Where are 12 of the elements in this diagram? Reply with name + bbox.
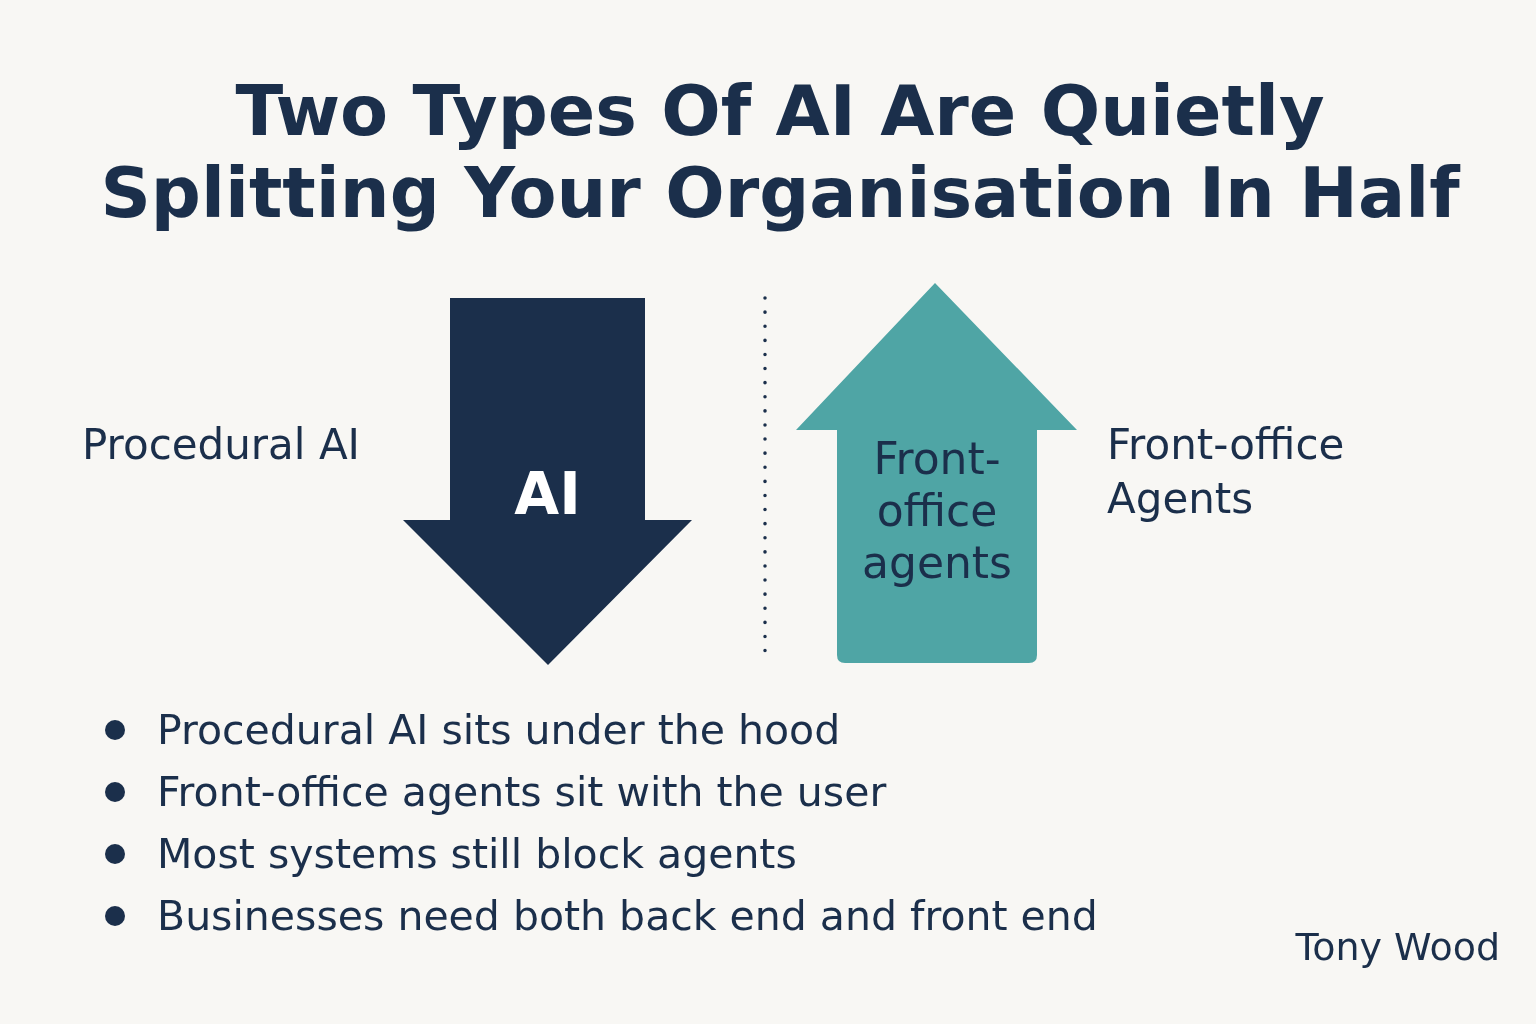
down-arrow [403, 298, 693, 666]
author-name: Tony Wood [1295, 925, 1500, 969]
bullet-text: Most systems still block agents [157, 829, 797, 879]
side-label: Front-office Agents [1107, 419, 1346, 525]
arrow-label: AI [513, 468, 582, 520]
side-label: Procedural AI [81, 419, 360, 471]
up-arrow [796, 283, 1078, 664]
bullet-text: Businesses need both back end and front end [157, 891, 1098, 941]
bullet-text: Front-office agents sit with the user [157, 767, 887, 817]
arrow-label: Front-office agents [861, 433, 1013, 589]
title: Two Types Of AI Are Quietly Splitting Your Organisation In Half [99, 70, 1462, 234]
bullet-text: Procedural AI sits under the hood [157, 705, 841, 755]
